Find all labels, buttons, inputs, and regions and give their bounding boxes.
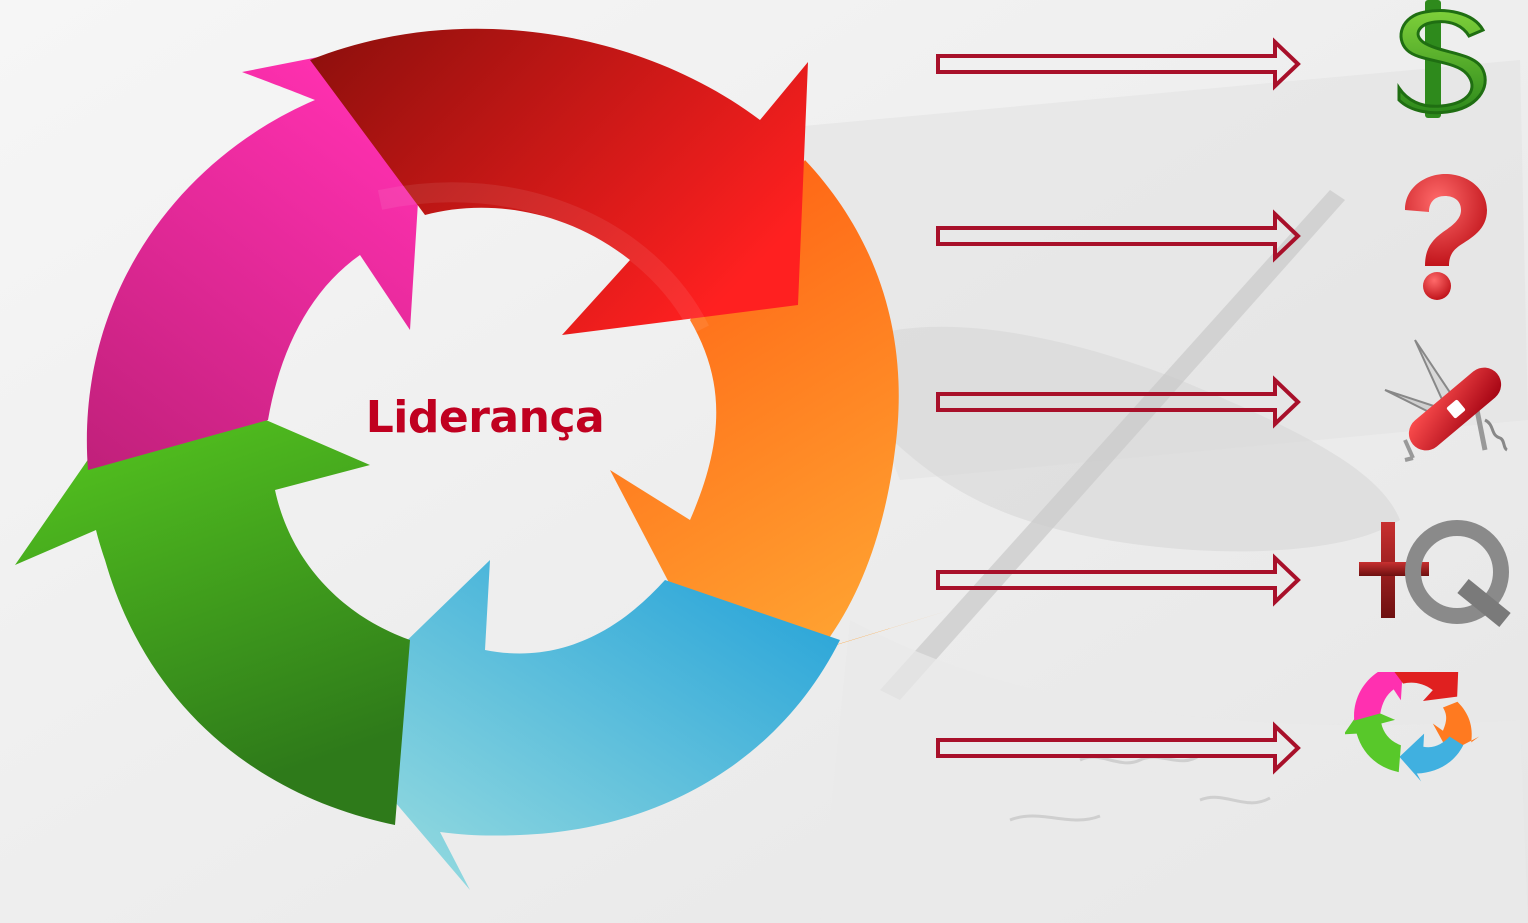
right-arrow-2 bbox=[930, 206, 1310, 266]
cycle-arrow-pink bbox=[86, 35, 431, 470]
right-arrow-5 bbox=[930, 718, 1310, 778]
cycle-diagram bbox=[15, 28, 950, 890]
plus-q-logo-icon: Q bbox=[1345, 508, 1528, 648]
mini-cycle-icon bbox=[1343, 656, 1528, 812]
right-arrow-4 bbox=[930, 550, 1310, 610]
center-label: Liderança bbox=[365, 392, 605, 443]
cycle-arrow-blue bbox=[325, 560, 840, 890]
cycle-arrow-red bbox=[310, 28, 808, 335]
cycle-arrow-orange bbox=[610, 160, 950, 680]
cycle-arrow-green bbox=[15, 370, 410, 825]
right-arrow-1 bbox=[930, 34, 1310, 94]
swiss-army-knife-icon bbox=[1345, 330, 1528, 470]
dollar-sign-icon bbox=[1345, 0, 1528, 140]
arrows-column bbox=[930, 0, 1310, 923]
right-arrow-3 bbox=[930, 372, 1310, 432]
question-mark-icon bbox=[1345, 168, 1528, 308]
icons-column: Q bbox=[1343, 0, 1528, 923]
